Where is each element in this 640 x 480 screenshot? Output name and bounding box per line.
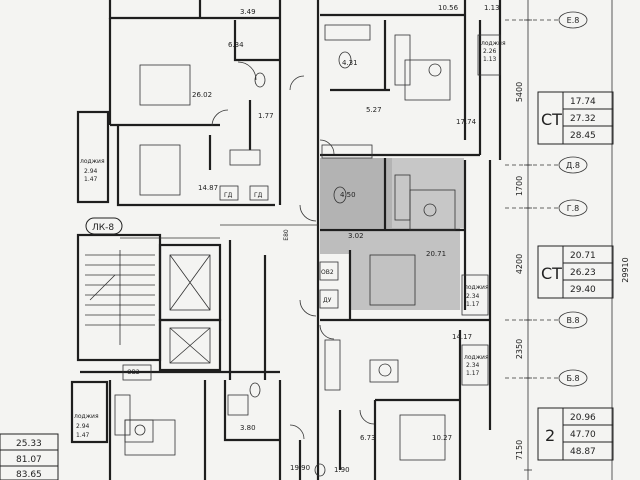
apartment-tables [0,91,614,480]
room-label: ОВ2 [321,269,334,276]
dimension-label: 2350 [515,339,524,359]
room-label: 3.49 [240,8,256,16]
axis-label: Е.8 [567,16,580,25]
loggia-label: 1.17 [466,370,480,377]
room-label: 17.74 [456,118,477,126]
room-label: ГД [254,192,263,199]
apartment-overall-area: 48.87 [570,447,596,457]
room-label: 4.50 [340,191,356,199]
dimension-label: 1700 [515,176,524,196]
axis-label: Б.8 [566,374,579,383]
room-label: 4.31 [342,59,358,67]
apartment-overall-area: 29.40 [570,285,596,295]
apartment-living-area: 20.71 [570,251,596,261]
room-label: 1.13 [484,4,500,12]
room-label: 10.56 [438,4,459,12]
loggia-label: 1.47 [84,176,98,183]
apartment-overall-area: 83.65 [16,470,42,480]
axis-label: В.8 [566,316,579,325]
loggia-label: лоджия [74,413,99,420]
room-label: 3.02 [348,232,364,240]
room-label: 20.71 [426,250,446,258]
axis-label: Г.8 [567,204,580,213]
loggia-label: 2.94 [76,423,90,430]
apartment-living-area: 25.33 [16,439,42,449]
apartment-type: СТ [541,110,562,129]
room-label: ДУ [323,297,332,304]
room-label: 10.27 [432,434,452,442]
dimension-label: 4200 [515,254,524,274]
room-label: Е80 [283,229,290,241]
apartment-type: 2 [545,426,555,445]
apartment-total-area: 47.70 [570,430,596,440]
loggia-label: 1.13 [483,56,497,63]
loggia-label: лоджия [80,158,105,165]
apartment-type: СТ [541,264,562,283]
stair-label: ЛК-8 [92,223,114,233]
room-label: ГД [224,192,233,199]
loggia-label: 1.47 [76,432,90,439]
loggia-label: 1.17 [466,301,480,308]
stair-label-frame [85,217,123,235]
room-label: 14.87 [198,184,218,192]
loggia-label: 2.34 [466,362,480,369]
room-label: 3.80 [240,424,256,432]
walls [70,0,502,480]
highlighted-apartment [320,158,464,310]
loggia-label: лоджия [464,354,489,361]
axis-markers [558,11,588,387]
room-label: 14.17 [452,333,472,341]
apartment-total-area: 27.32 [570,114,596,124]
apartment-total-area: 81.07 [16,455,42,465]
axis-label: Д.8 [566,161,580,170]
room-label: 6.34 [228,41,244,49]
room-label: 19.90 [290,464,310,472]
dimension-label: 29910 [621,257,630,282]
room-label: 1.90 [334,466,350,474]
apartment-living-area: 20.96 [570,413,596,423]
dimension-label: 5400 [515,82,524,102]
apartment-overall-area: 28.45 [570,131,596,141]
room-label: 26.02 [192,91,212,99]
room-label: ОВ2 [127,369,140,376]
loggia-label: 2.26 [483,48,497,55]
loggia-label: 2.94 [84,168,98,175]
loggia-label: лоджия [464,284,489,291]
loggia-label: лоджия [481,40,506,47]
room-label: 5.27 [366,106,382,114]
dimension-label: 7150 [515,440,524,460]
loggia-label: 2.34 [466,293,480,300]
room-label: 6.73 [360,434,376,442]
apartment-living-area: 17.74 [570,97,596,107]
room-label: 1.77 [258,112,274,120]
apartment-total-area: 26.23 [570,268,596,278]
interior-details [85,0,613,480]
